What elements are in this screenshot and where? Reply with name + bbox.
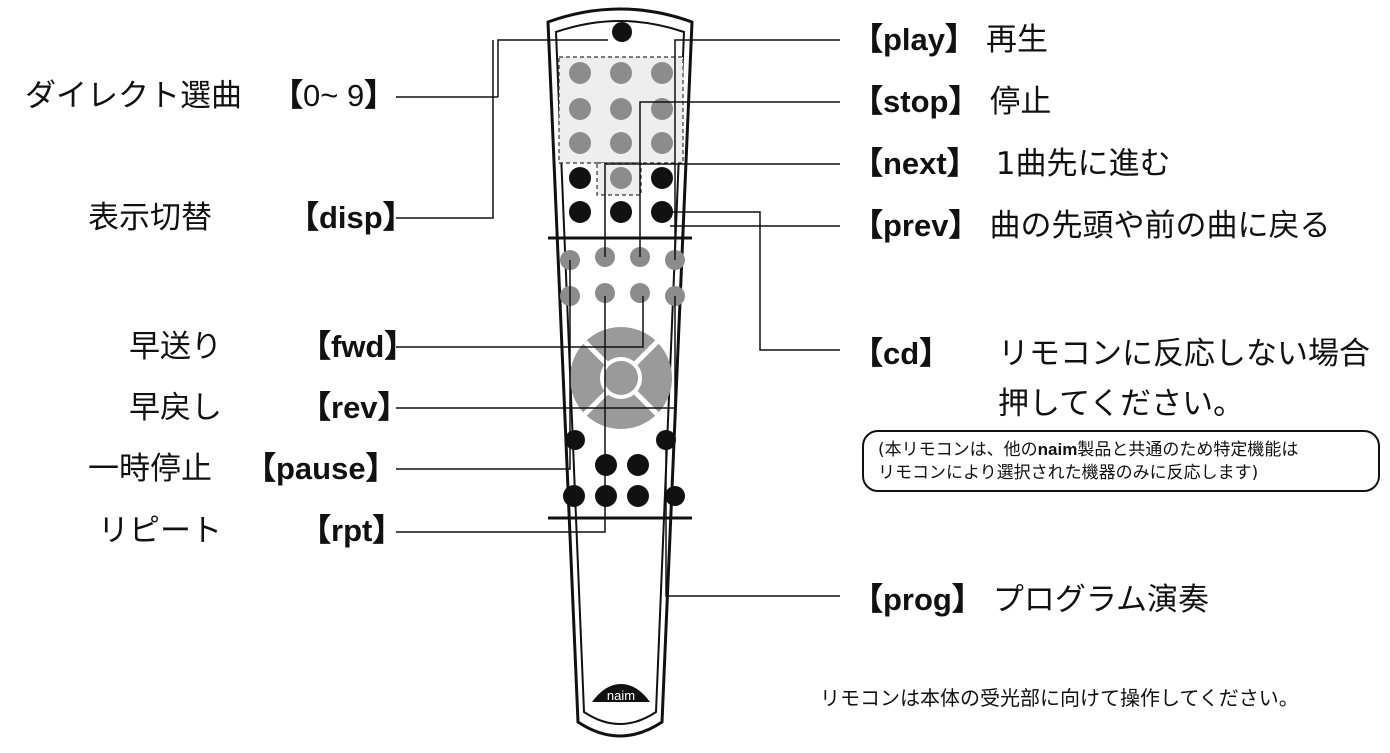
key-8	[610, 132, 632, 154]
key-0	[610, 167, 632, 189]
center-button	[600, 357, 642, 399]
label-rpt-jp: リピート	[98, 513, 222, 549]
label-ffwd-jp: 早送り	[129, 329, 222, 365]
transport-button	[595, 283, 615, 303]
black-button	[627, 485, 649, 507]
key-5	[610, 98, 632, 120]
label-cd-key: 【cd】	[852, 336, 951, 371]
label-prev: 【prev】曲の先頭や前の曲に戻る	[852, 208, 1331, 244]
key-4	[569, 98, 591, 120]
note-box: (本リモコンは、他のnaim製品と共通のため特定機能は リモコンにより選択された…	[862, 430, 1380, 492]
label-pause-key: 【pause】	[245, 451, 397, 486]
label-frev-jp: 早戻し	[129, 390, 222, 426]
bottom-buttons	[563, 430, 685, 507]
label-play: 【play】再生	[852, 22, 1049, 58]
leader-pause	[396, 260, 571, 470]
label-direct-key: 【0~ 9】	[272, 78, 396, 113]
numeric-keypad	[569, 62, 673, 189]
label-disp-jp: 表示切替	[88, 200, 212, 236]
label-direct-jp: ダイレクト選曲	[25, 78, 242, 114]
leader-play	[674, 39, 840, 260]
direction-pad	[570, 327, 672, 429]
black-button	[627, 454, 649, 476]
leader-cd	[670, 211, 840, 351]
black-button	[563, 485, 585, 507]
leader-rev	[396, 296, 676, 409]
leader-stop	[639, 101, 840, 257]
label-cd-jp: リモコンに反応しない場合	[998, 336, 1370, 372]
label-frev-key: 【rev】	[300, 390, 409, 425]
label-next: 【next】1曲先に進む	[852, 146, 1171, 182]
note-line-2: リモコンにより選択された機器のみに反応します)	[878, 463, 1259, 483]
leader-disp	[396, 40, 494, 219]
black-button	[651, 167, 673, 189]
logo-badge	[592, 684, 650, 702]
label-prog: 【prog】プログラム演奏	[852, 582, 1209, 618]
leader-prog	[665, 450, 840, 597]
footer-note: リモコンは本体の受光部に向けて操作してください。	[820, 686, 1299, 710]
black-button	[565, 430, 585, 450]
label-cd-jp2: 押してください。	[998, 386, 1245, 422]
leader-fwd	[396, 296, 644, 348]
leader-next	[604, 163, 840, 257]
logo-text: naim	[607, 688, 635, 703]
black-button	[610, 201, 632, 223]
label-ffwd-key: 【fwd】	[300, 329, 416, 364]
black-button	[569, 167, 591, 189]
transport-button	[630, 283, 650, 303]
note-line-1: (本リモコンは、他のnaim製品と共通のため特定機能は	[878, 440, 1299, 460]
remote-inner-outline	[554, 20, 686, 725]
leader-rpt	[396, 296, 606, 533]
label-stop: 【stop】停止	[852, 84, 1052, 120]
black-button	[651, 201, 673, 223]
leader-lines	[396, 39, 840, 597]
label-disp-key: 【disp】	[288, 200, 414, 235]
key-6	[651, 98, 673, 120]
black-button	[595, 454, 617, 476]
black-button	[569, 201, 591, 223]
label-rpt-key: 【rpt】	[300, 513, 404, 548]
leader-direct	[497, 39, 608, 97]
black-button	[595, 485, 617, 507]
key-7	[569, 132, 591, 154]
prog-button	[656, 430, 676, 450]
key-9	[651, 132, 673, 154]
label-pause-jp: 一時停止	[88, 451, 212, 487]
black-button	[665, 486, 685, 506]
key-1	[569, 62, 591, 84]
key-3	[651, 62, 673, 84]
key-2	[610, 62, 632, 84]
power-button	[612, 22, 632, 42]
